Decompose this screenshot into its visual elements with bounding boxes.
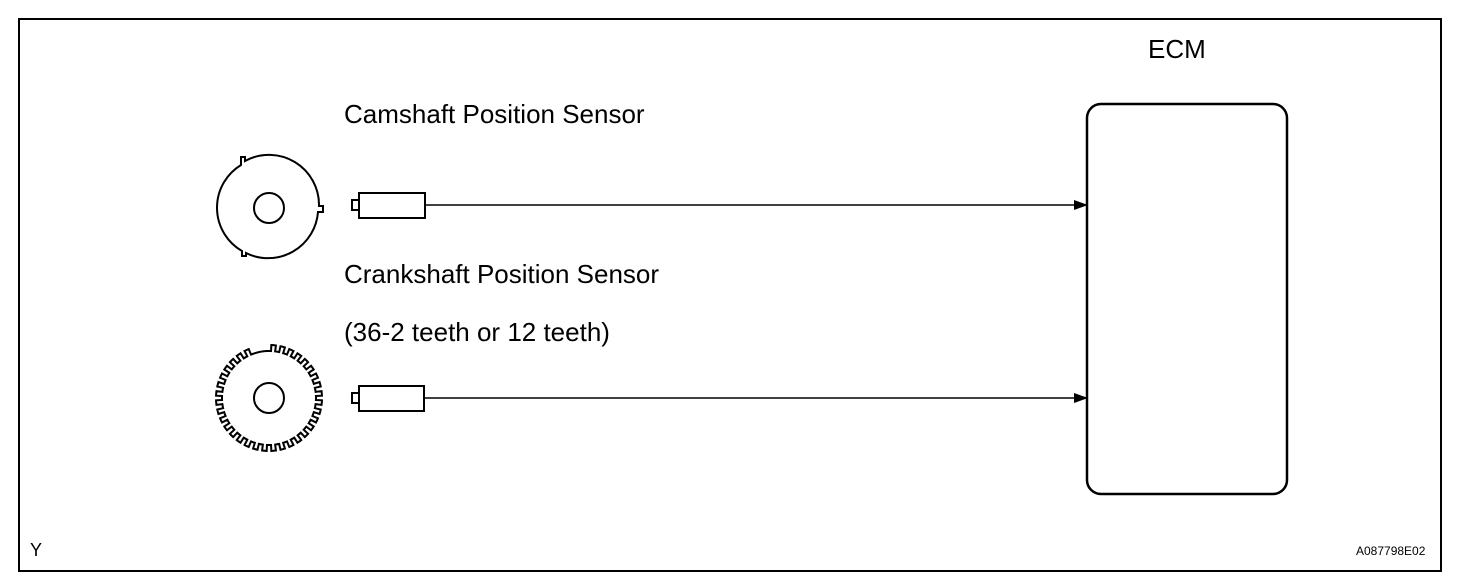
camshaft-rotor-icon — [216, 153, 324, 260]
crankshaft-sensor-icon — [351, 385, 425, 412]
crankshaft-rotor-icon — [215, 344, 323, 452]
corner-mark: Y — [30, 540, 43, 560]
diagram-frame — [18, 18, 1442, 572]
crankshaft-teeth-note: (36-2 teeth or 12 teeth) — [344, 317, 610, 347]
crankshaft-sensor-label: Crankshaft Position Sensor — [344, 259, 660, 289]
ecm-label: ECM — [1148, 34, 1206, 64]
ecm-box — [1085, 102, 1289, 496]
figure-id: A087798E02 — [1356, 544, 1426, 558]
camshaft-sensor-label: Camshaft Position Sensor — [344, 99, 645, 129]
camshaft-sensor-icon — [351, 192, 426, 219]
